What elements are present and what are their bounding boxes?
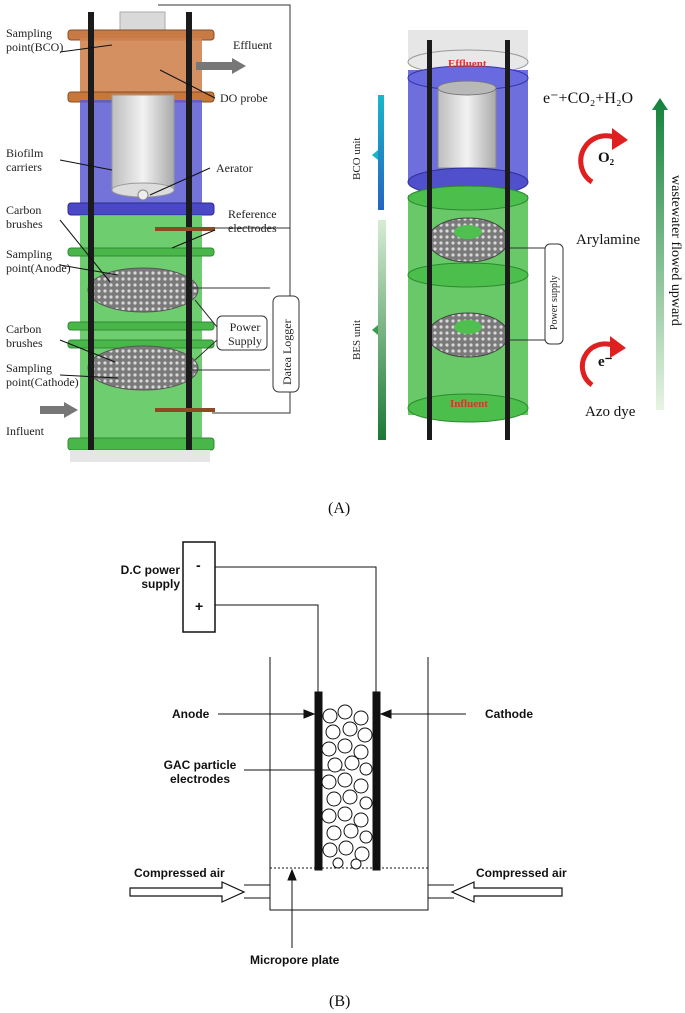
label-bco-unit: BCO unit [351,137,363,180]
label-do-probe: DO probe [220,91,268,105]
label-electron: e⁻ [598,354,613,370]
panel-b-graphics [129,541,563,948]
label-arylamine: Arylamine [576,232,641,248]
caption-a: (A) [328,500,351,517]
label-micropore: Micropore plate [250,953,340,967]
label-gac: GAC particle electrodes [163,758,237,786]
label-biofilm: Biofilm carriers [6,146,44,174]
label-plus: + [195,598,204,614]
label-sampling-bco: Sampling point(BCO) [6,26,64,54]
label-air-right: Compressed air [476,866,567,880]
label-bes-unit: BES unit [351,319,363,360]
label-carbon-1: Carbon brushes [6,203,43,231]
label-flow: wastewater flowed upward [668,175,683,326]
gac-particles [321,704,373,870]
label-effluent: Effluent [233,38,273,52]
label-air-left: Compressed air [134,866,225,880]
label-cathode: Cathode [485,707,533,721]
label-azo-dye: Azo dye [585,404,636,420]
label-logger: Datea Logger [280,319,294,385]
label-right-power-supply: Power supply [549,275,560,330]
label-anode: Anode [172,707,210,721]
label-right-influent: Influent [450,398,488,410]
label-aerator: Aerator [216,161,253,175]
left-reactor [40,4,300,462]
label-sampling-cathode: Sampling point(Cathode) [6,361,79,389]
label-minus: - [196,557,201,573]
label-power-supply: Power Supply [227,320,262,348]
label-products: e⁻+CO₂+H₂O [543,90,634,107]
label-sampling-anode: Sampling point(Anode) [6,247,71,275]
label-o2: O₂ [598,150,615,166]
reaction-arrows [578,98,668,410]
label-right-effluent: Effluent [448,58,487,70]
unit-bars [372,95,386,440]
label-dc-power: D.C power supply [120,563,180,591]
caption-b: (B) [329,993,351,1010]
label-influent: Influent [6,424,44,438]
label-carbon-2: Carbon brushes [6,322,43,350]
right-reactor [407,30,564,440]
label-reference: Reference electrodes [228,207,277,235]
